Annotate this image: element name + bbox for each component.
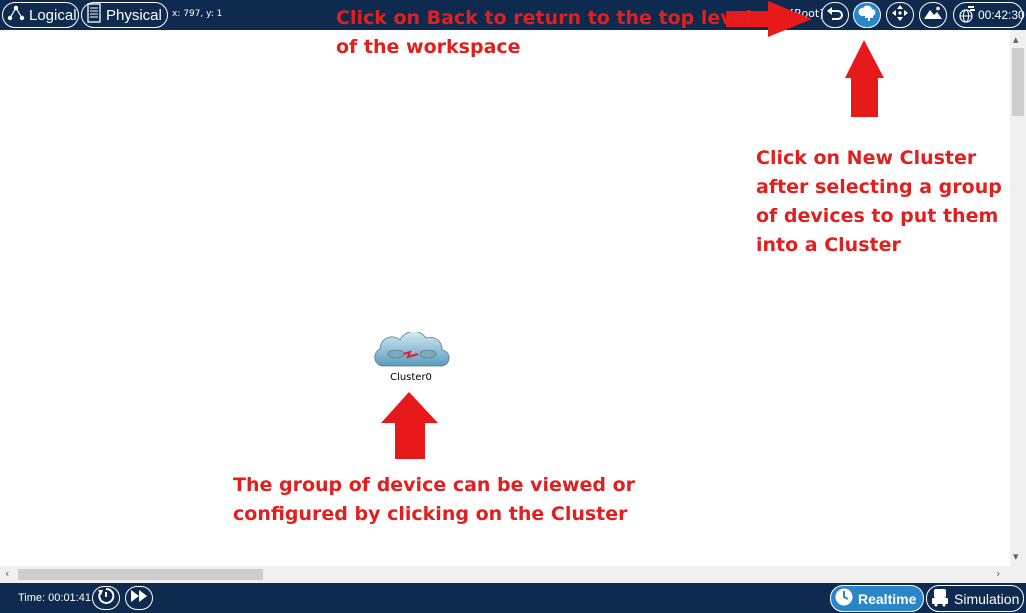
cluster-instruction: The group of device can be viewed or con… (233, 474, 636, 525)
scroll-down-icon[interactable]: ▾ (1013, 550, 1019, 563)
cluster-node[interactable] (372, 331, 450, 388)
realtime-mode-button[interactable]: Realtime (830, 585, 924, 612)
set-background-button[interactable] (919, 2, 947, 28)
viewport-clock[interactable]: 00:42:30 (953, 2, 1025, 28)
clock-text: 00:42:30 (978, 8, 1025, 22)
new-cluster-icon (857, 4, 877, 27)
set-background-icon (923, 5, 943, 26)
bottom-toolbar: Time: 00:01:41 Realtime Simulation (0, 583, 1026, 613)
move-object-button[interactable] (886, 2, 914, 28)
back-icon (826, 5, 844, 26)
back-button[interactable] (821, 2, 849, 28)
logical-label: Logical (29, 6, 77, 24)
logical-icon (7, 5, 25, 25)
cursor-coordinates: x: 797, y: 1 (172, 9, 223, 19)
simulation-icon (930, 587, 950, 610)
vertical-scrollbar[interactable]: ▴ ▾ (1010, 30, 1026, 566)
simulation-label: Simulation (954, 590, 1020, 607)
arrow-to-new-cluster (845, 40, 884, 117)
power-cycle-icon (97, 587, 115, 610)
scroll-left-icon[interactable]: ‹ (5, 567, 10, 580)
scroll-corner (1010, 566, 1026, 583)
arrow-to-back (726, 1, 812, 37)
time-display: Time: 00:01:41 (18, 592, 91, 604)
logical-workspace[interactable] (0, 30, 1010, 566)
cluster-icon (372, 331, 450, 376)
realtime-label: Realtime (858, 590, 917, 607)
physical-icon (86, 3, 102, 27)
scroll-right-icon[interactable]: › (996, 567, 1001, 580)
fast-forward-icon (130, 589, 148, 608)
new-cluster-button[interactable] (853, 2, 881, 28)
move-object-icon (891, 4, 909, 27)
back-instruction: Click on Back to return to the top level… (336, 7, 753, 58)
physical-label: Physical (106, 6, 162, 24)
horizontal-scrollbar[interactable]: ‹ › (0, 566, 1010, 583)
viewport-icon (957, 5, 975, 26)
horizontal-scroll-thumb[interactable] (18, 569, 263, 580)
scroll-up-icon[interactable]: ▴ (1013, 33, 1019, 46)
physical-tab[interactable]: Physical (81, 2, 168, 28)
cluster-label: Cluster0 (390, 372, 432, 383)
fast-forward-button[interactable] (125, 586, 153, 610)
new-cluster-instruction: Click on New Cluster after selecting a g… (756, 147, 1002, 256)
arrow-to-cluster (381, 392, 438, 459)
simulation-mode-button[interactable]: Simulation (926, 585, 1024, 612)
logical-tab[interactable]: Logical (2, 2, 79, 28)
power-cycle-button[interactable] (92, 586, 120, 610)
vertical-scroll-thumb[interactable] (1012, 48, 1024, 116)
realtime-icon (834, 587, 854, 610)
